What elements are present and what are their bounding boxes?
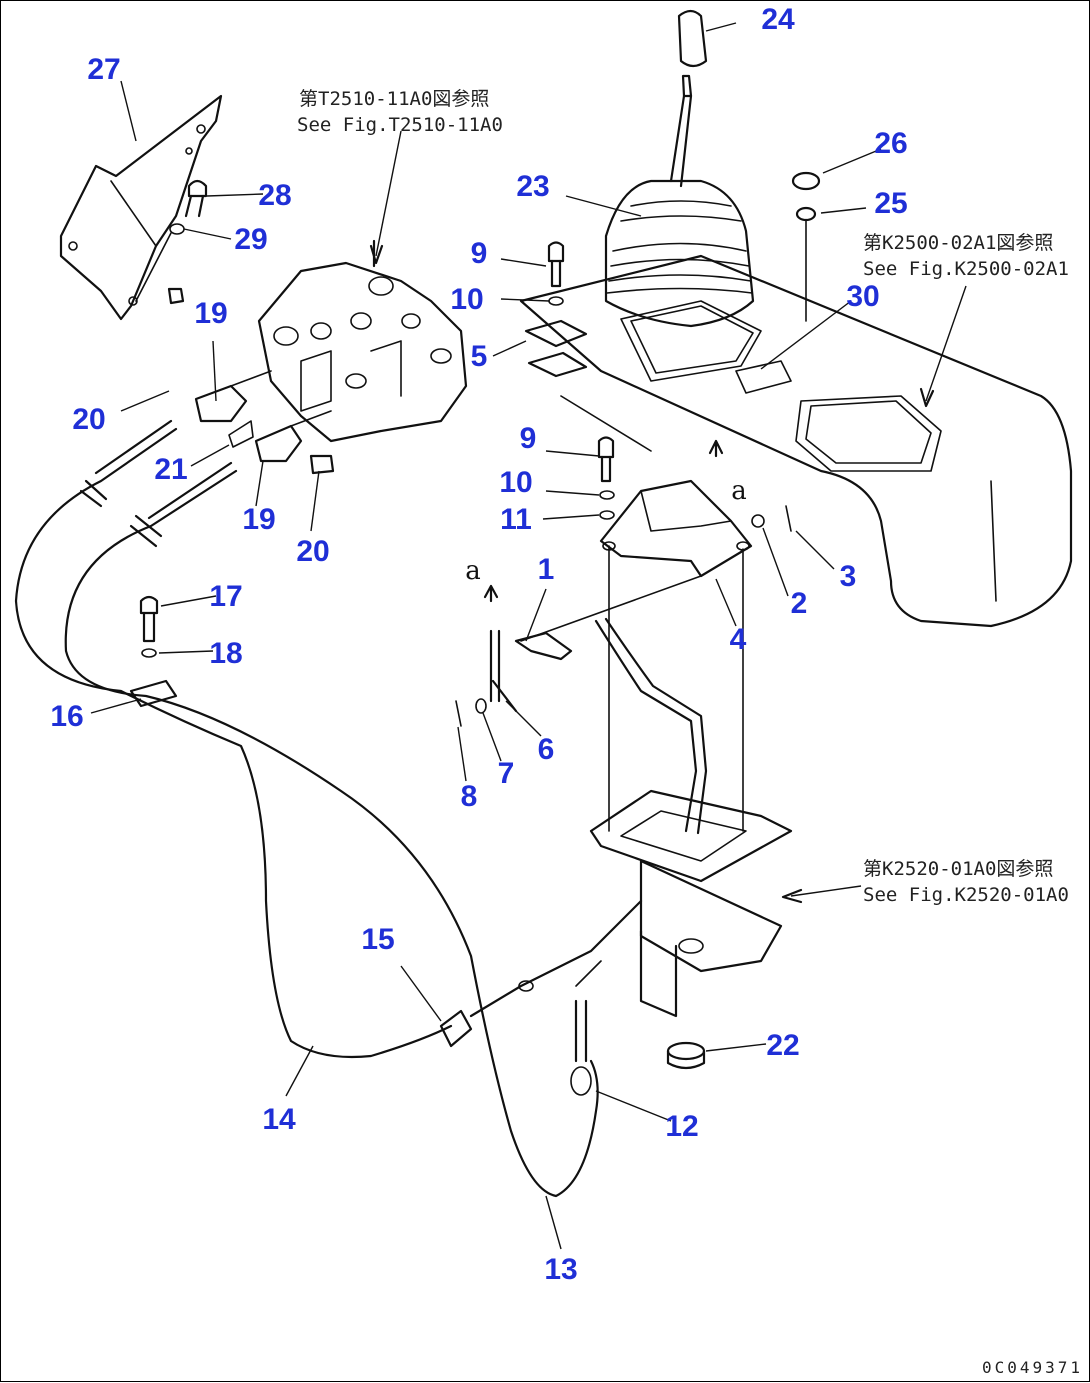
label-26: 26 (874, 127, 907, 160)
label-9-lower: 9 (520, 422, 537, 455)
ref-1-jp: 第T2510-11A0図参照 (299, 88, 489, 110)
control-valve (257, 239, 468, 443)
label-23: 23 (516, 170, 549, 203)
callout-a-upper: a (731, 476, 747, 506)
label-10-upper: 10 (450, 283, 483, 316)
label-20-right: 20 (296, 535, 329, 568)
label-19-upper: 19 (194, 297, 227, 330)
label-6: 6 (538, 733, 555, 766)
cable-13 (64, 461, 602, 1198)
callout-marks: a a (465, 476, 747, 586)
plug (791, 171, 821, 322)
label-17: 17 (209, 580, 242, 613)
part-number-labels: 1 2 3 4 5 6 7 8 9 9 10 10 11 12 13 14 15… (50, 3, 907, 1286)
label-28: 28 (258, 179, 291, 212)
ref-3-jp: 第K2520-01A0図参照 (863, 858, 1053, 880)
ref-1-en: See Fig.T2510-11A0 (297, 114, 503, 136)
grommet (666, 1041, 706, 1070)
lever-knob (669, 9, 708, 188)
cable-joints (167, 287, 335, 475)
ref-2-en: See Fig.K2500-02A1 (863, 258, 1069, 280)
label-27: 27 (87, 53, 120, 86)
console-cover (519, 254, 1073, 628)
label-10-lower: 10 (499, 466, 532, 499)
label-18: 18 (209, 637, 242, 670)
label-2: 2 (791, 587, 808, 620)
label-29: 29 (234, 223, 267, 256)
lever-bracket (599, 479, 753, 578)
reference-notes: 第T2510-11A0図参照 See Fig.T2510-11A0 第K2500… (297, 88, 1069, 906)
label-21: 21 (154, 453, 187, 486)
label-16: 16 (50, 700, 83, 733)
label-20-left: 20 (72, 403, 105, 436)
drawing-id: 0C049371 (982, 1358, 1083, 1377)
label-1: 1 (538, 553, 555, 586)
callout-a-lower: a (465, 556, 481, 586)
label-11: 11 (500, 503, 532, 536)
label-24: 24 (761, 3, 795, 36)
ref-3-en: See Fig.K2520-01A0 (863, 884, 1069, 906)
shift-lever-bracket (589, 545, 793, 1018)
bolt-28-29 (135, 179, 208, 302)
label-25: 25 (874, 187, 907, 220)
label-3: 3 (840, 560, 857, 593)
label-8: 8 (461, 780, 478, 813)
label-15: 15 (361, 923, 394, 956)
ref-2-jp: 第K2500-02A1図参照 (863, 232, 1053, 254)
cable-14 (14, 419, 453, 1059)
label-9-upper: 9 (471, 237, 488, 270)
label-7: 7 (498, 757, 515, 790)
rod-and-lever (520, 575, 708, 835)
label-19-lower: 19 (242, 503, 275, 536)
label-12: 12 (665, 1110, 698, 1143)
cable-end-15 (439, 899, 643, 1048)
label-4: 4 (730, 623, 747, 656)
label-30: 30 (846, 280, 879, 313)
leader-lines (90, 22, 967, 1250)
lever-boot (604, 179, 755, 328)
label-5: 5 (471, 340, 488, 373)
label-13: 13 (544, 1253, 577, 1286)
bolts (524, 241, 615, 520)
clamp-16 (129, 595, 178, 708)
label-22: 22 (766, 1029, 799, 1062)
label-14: 14 (262, 1103, 296, 1136)
small-pin-parts (455, 439, 792, 727)
cover-plate (59, 94, 223, 321)
